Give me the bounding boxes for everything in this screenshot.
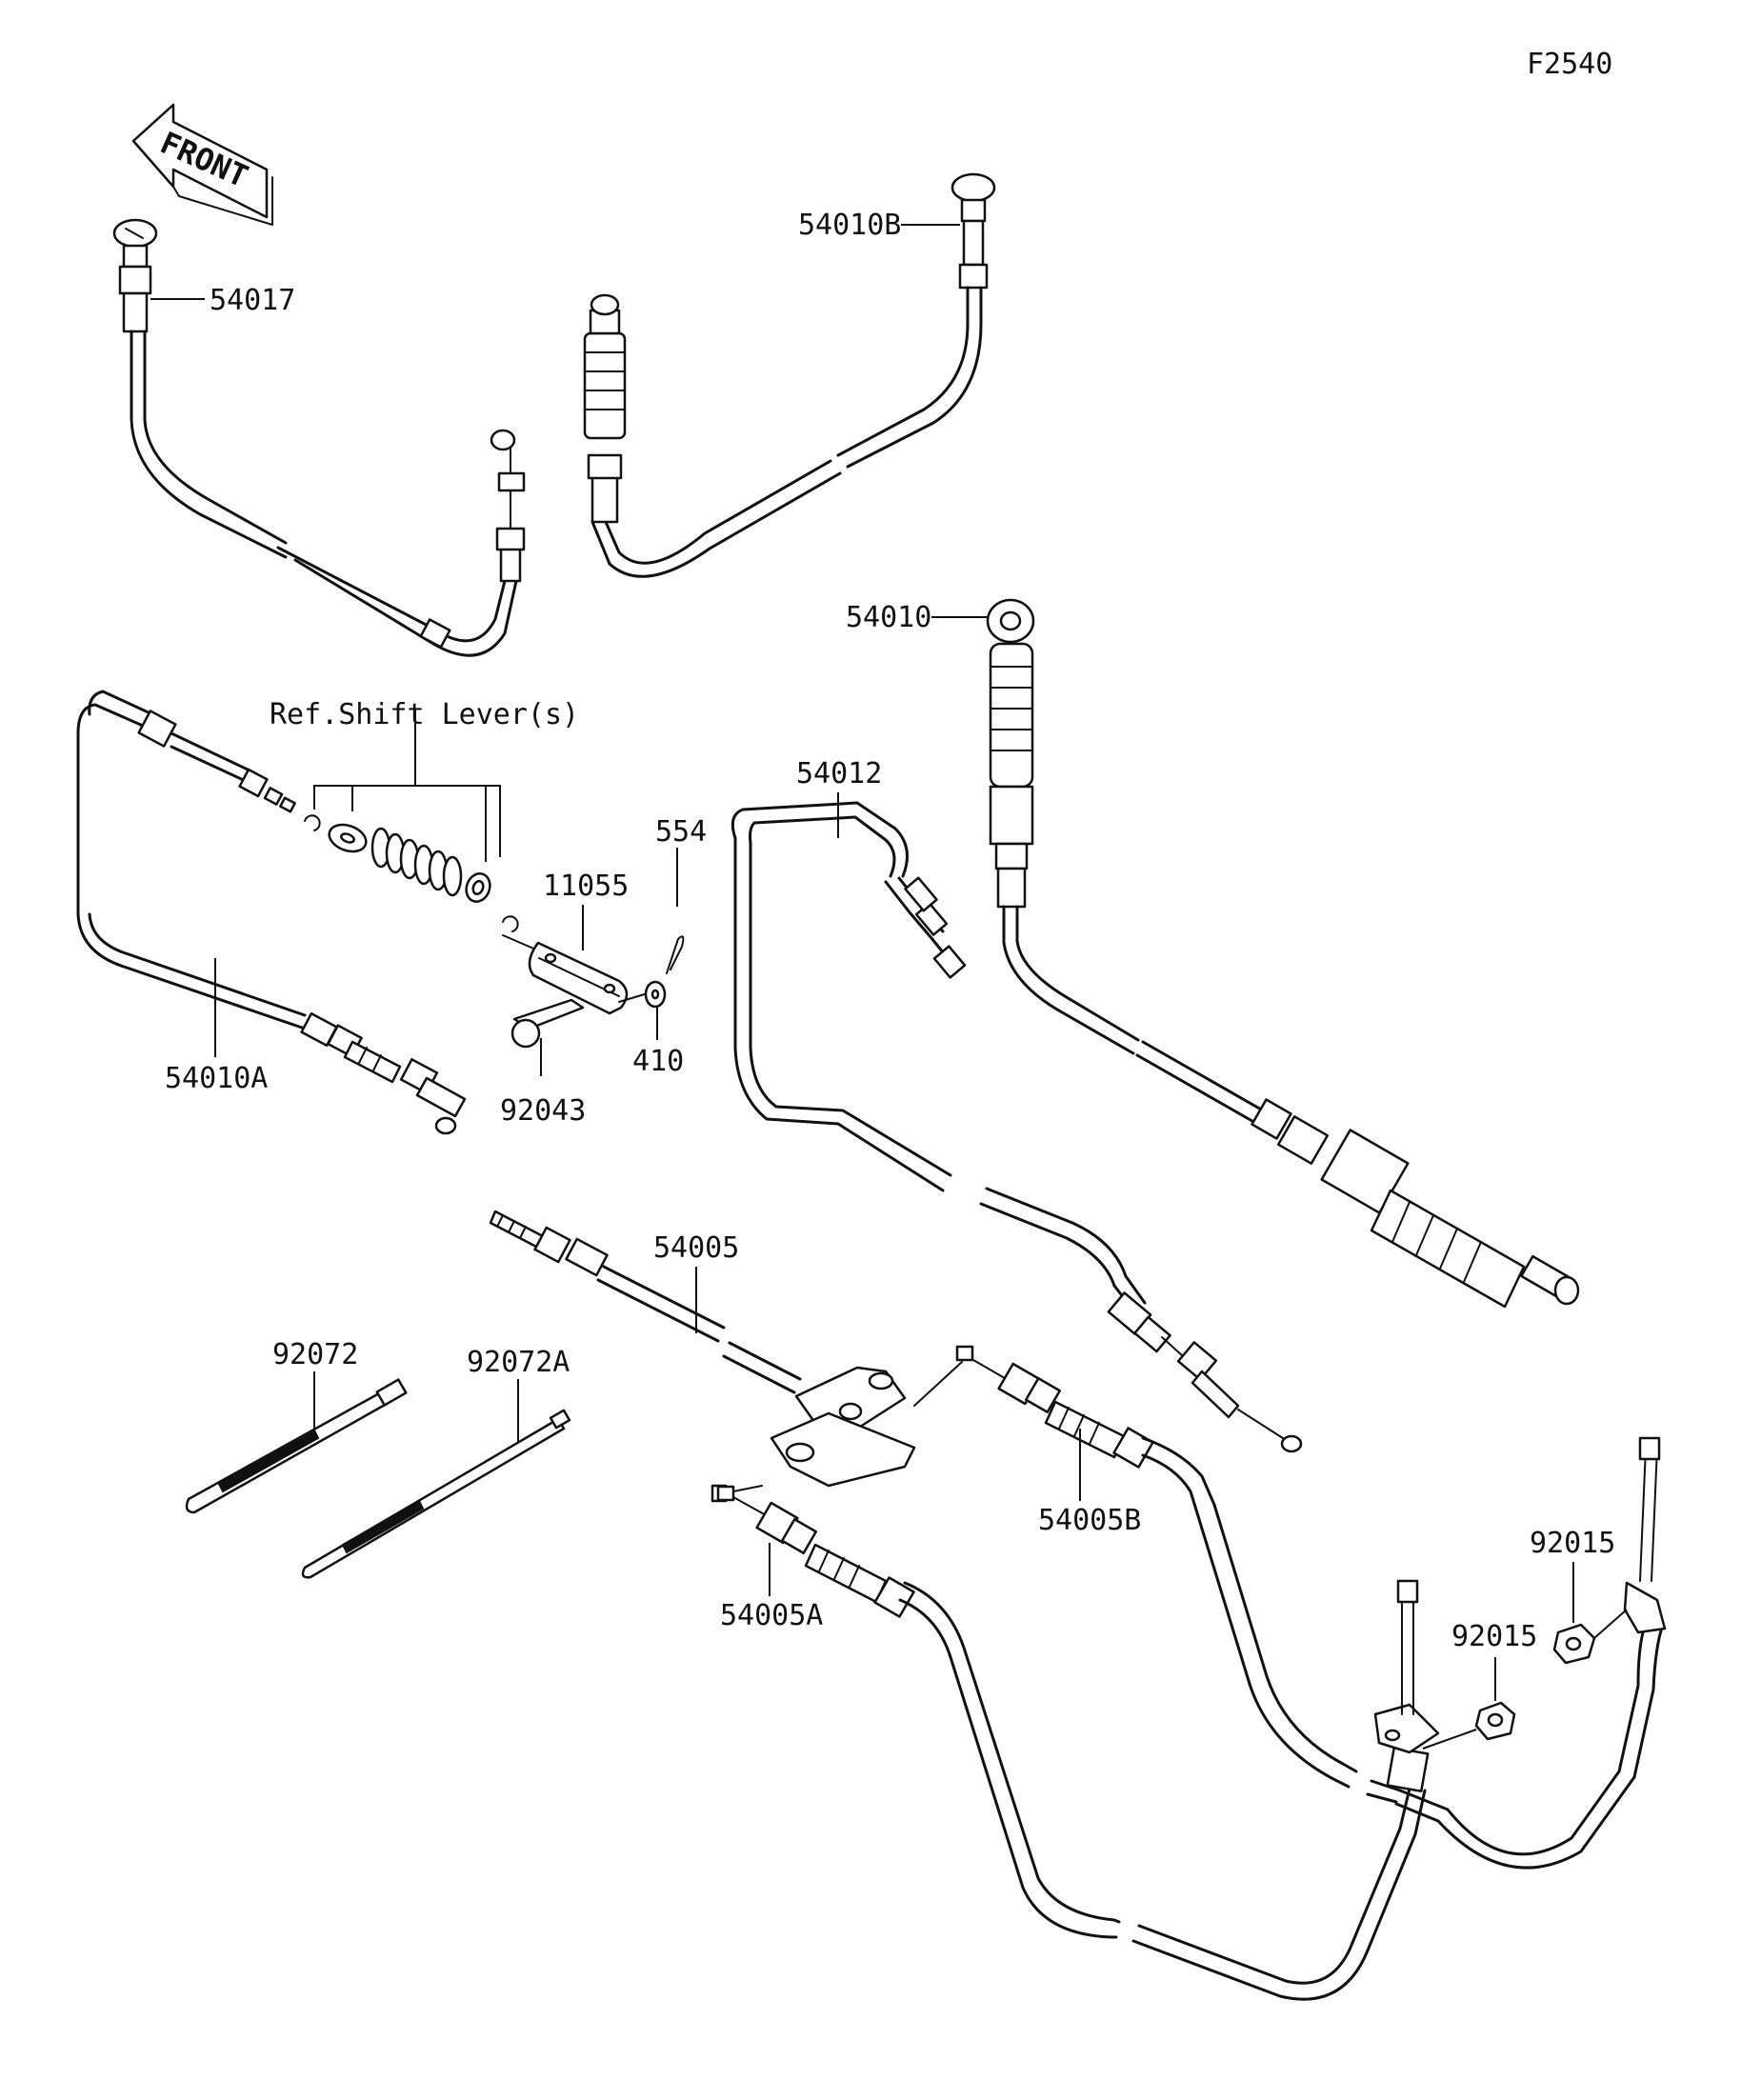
label-92072: 92072	[272, 1338, 358, 1371]
ref-shift-lever-label: Ref.Shift Lever(s)	[270, 698, 579, 731]
cable-54005B	[972, 1359, 1667, 1870]
front-arrow-icon: FRONT	[131, 103, 273, 226]
label-54010: 54010	[846, 601, 931, 634]
cable-54012	[730, 801, 1303, 1453]
label-54017: 54017	[210, 284, 295, 317]
label-54010A: 54010A	[165, 1062, 268, 1095]
cable-tie-92072	[185, 1378, 408, 1514]
leader-92015-a-link	[1593, 1609, 1628, 1639]
nut-92015-a	[1552, 1623, 1596, 1665]
label-92015-a: 92015	[1530, 1527, 1615, 1560]
spring	[370, 827, 463, 897]
cable-54010	[986, 598, 1580, 1309]
cable-54005	[489, 1210, 974, 1503]
cable-54017	[112, 218, 526, 657]
label-92072A: 92072A	[467, 1346, 570, 1379]
leader-92015-b-link	[1422, 1729, 1477, 1750]
label-54005A: 54005A	[720, 1599, 823, 1632]
cable-54005A	[716, 1485, 1440, 2001]
label-54005B: 54005B	[1038, 1504, 1141, 1537]
shift-lever-parts	[304, 814, 685, 1049]
label-11055: 11055	[543, 870, 629, 903]
cable-54010A	[76, 690, 467, 1135]
figure-code: F2540	[1527, 48, 1612, 81]
label-554: 554	[655, 815, 707, 849]
cable-tie-92072A	[301, 1409, 571, 1579]
cable-54010B	[583, 172, 996, 578]
label-92015-b: 92015	[1451, 1620, 1537, 1653]
leader-ref-shift-b	[313, 785, 501, 857]
label-54012: 54012	[796, 757, 882, 790]
nut-92015-b	[1474, 1701, 1516, 1741]
label-54010B: 54010B	[798, 209, 901, 242]
label-54005: 54005	[653, 1231, 739, 1265]
label-92043: 92043	[500, 1094, 586, 1128]
label-410: 410	[632, 1045, 684, 1078]
